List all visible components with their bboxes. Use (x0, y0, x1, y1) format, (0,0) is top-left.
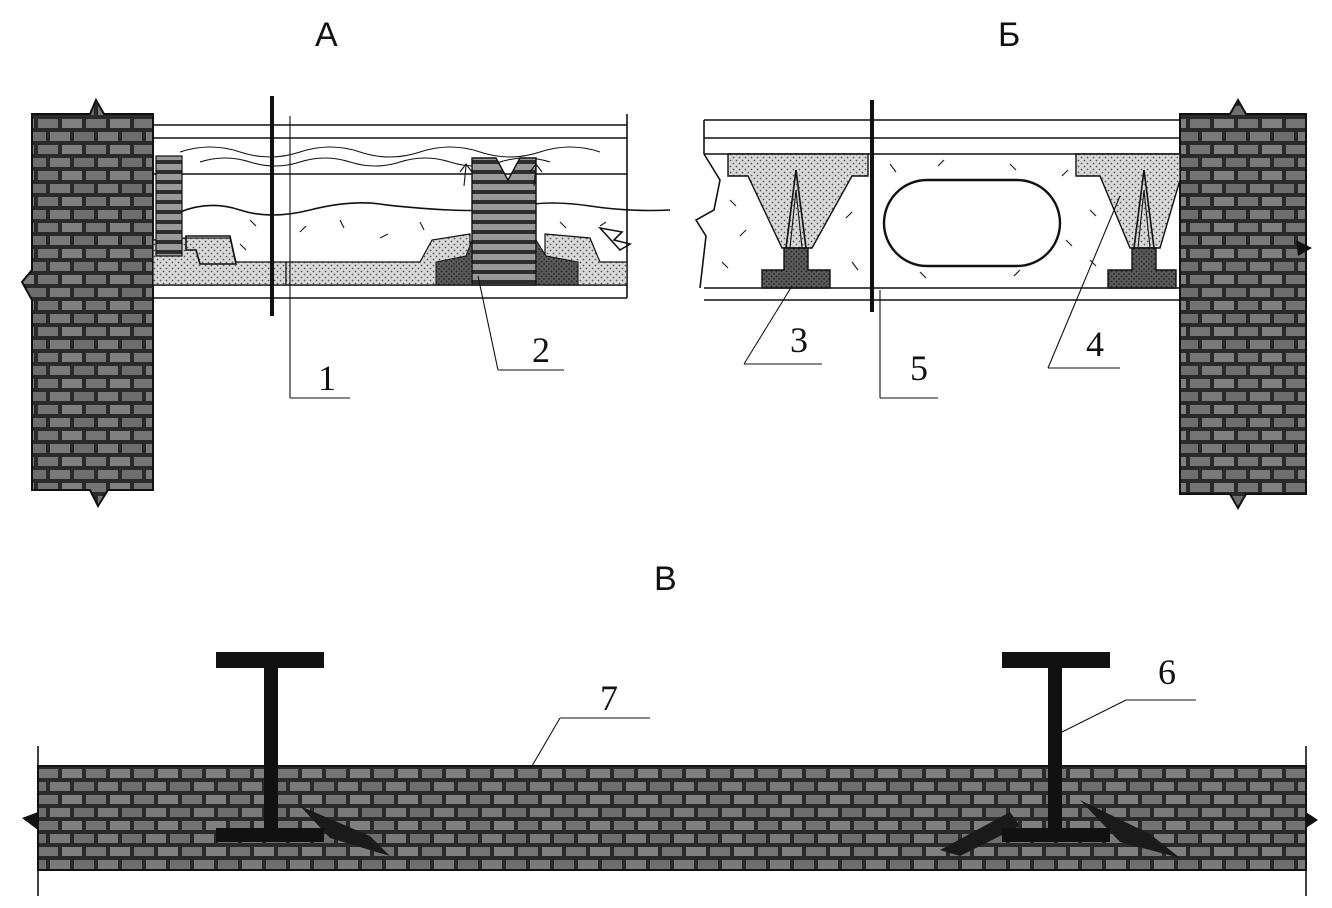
callout-5: 5 (910, 348, 928, 388)
callout-6: 6 (1158, 652, 1176, 692)
callout-4: 4 (1086, 324, 1104, 364)
i-beam-right (1002, 652, 1110, 842)
panel-b-letter: Б (998, 16, 1020, 54)
callout-1: 1 (318, 358, 336, 398)
panel-b: Б (694, 16, 1312, 511)
i-beam-left (216, 652, 324, 842)
panel-a-letter: А (315, 16, 338, 54)
brick-wall-left (20, 97, 154, 509)
callout-7: 7 (600, 678, 618, 718)
callout-2: 2 (532, 330, 550, 370)
floor-slab-a (152, 114, 671, 299)
panel-c-letter: В (654, 560, 677, 598)
panel-a: А (20, 16, 671, 509)
brick-wall-right (1179, 97, 1312, 511)
callout-3: 3 (790, 320, 808, 360)
panel-c: В 6 (22, 560, 1318, 896)
floor-slab-b (694, 119, 1181, 301)
brick-slab-c (22, 746, 1318, 896)
